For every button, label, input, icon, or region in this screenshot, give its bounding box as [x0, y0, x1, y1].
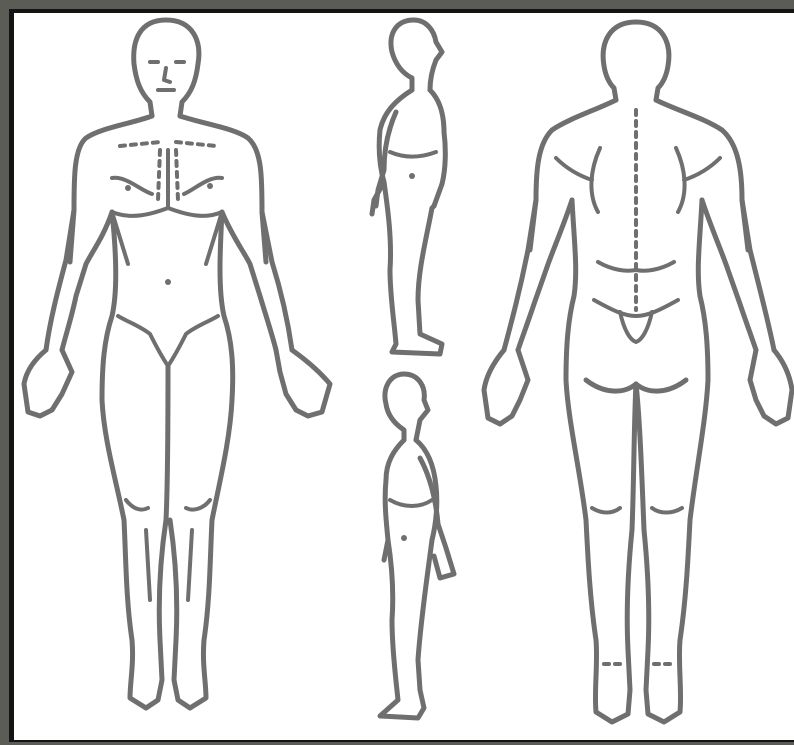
front-leg-left [102, 366, 168, 708]
front-nipple-right [207, 183, 213, 189]
back-leg-right [636, 380, 708, 722]
figure-side-view-upper [372, 20, 445, 354]
figure-back-view [484, 22, 792, 722]
side-lower-head [385, 374, 428, 440]
front-hand-left [24, 350, 72, 416]
back-knees [592, 508, 682, 513]
side-lower-legs [380, 540, 432, 718]
side-lower-hip [390, 500, 432, 506]
back-hand-right [750, 350, 792, 424]
front-clavicles [120, 142, 216, 146]
front-pelvis [118, 316, 218, 366]
front-leg-right [170, 400, 232, 708]
body-outline-diagram [14, 13, 794, 740]
front-ribs [112, 212, 222, 264]
side-upper-head [391, 20, 442, 90]
back-arm-left [518, 200, 572, 350]
figure-front-view [24, 20, 330, 708]
back-hand-left [484, 350, 528, 424]
back-head [603, 22, 669, 100]
body-diagram-canvas [14, 13, 794, 740]
back-leg-left [566, 380, 636, 722]
front-chest [112, 150, 222, 216]
front-nipple-left [125, 185, 131, 191]
side-upper-navel [409, 173, 415, 179]
front-navel [165, 279, 171, 285]
side-lower-navel [401, 535, 407, 541]
front-shins [146, 530, 192, 600]
back-shoulders [504, 100, 774, 350]
front-hand-right [276, 350, 330, 416]
side-upper-legs [384, 182, 442, 354]
front-face [150, 62, 184, 90]
figure-side-view-lower [380, 374, 454, 718]
side-upper-hip [390, 152, 436, 157]
